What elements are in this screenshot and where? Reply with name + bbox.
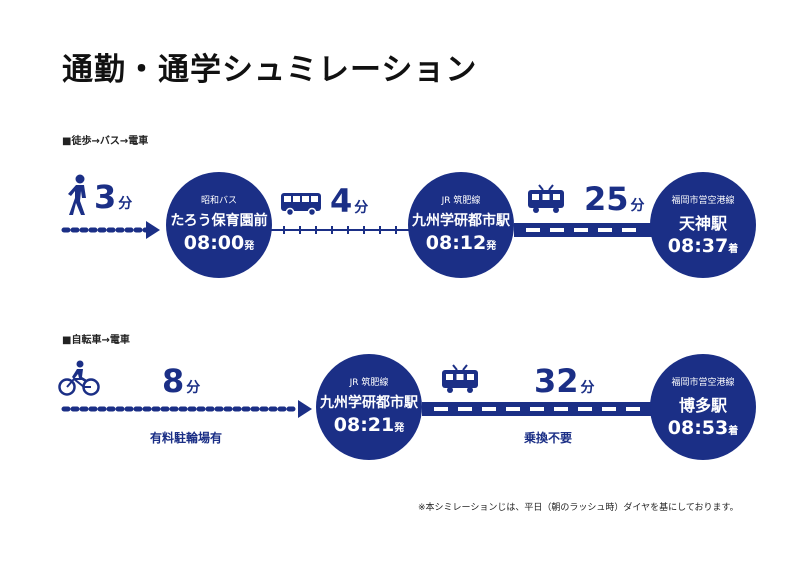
- route1-stop1-name: たろう保育園前: [170, 213, 268, 229]
- route1-walk-minutes: 3: [94, 178, 117, 216]
- route1-stop2-time: 08:12: [425, 232, 487, 254]
- route2-stop2-suffix: 着: [728, 426, 739, 437]
- route1-stop1-suffix: 発: [244, 241, 255, 252]
- route2-stop2-line: 福岡市営空港線: [671, 378, 735, 388]
- route1-walk-arrowhead: [146, 221, 160, 239]
- route1-label: ■徒歩→バス→電車: [62, 136, 149, 147]
- route2-stop2-name: 博多駅: [678, 396, 727, 415]
- route1-stop3-suffix: 着: [728, 244, 739, 255]
- route2-bike-minutes: 8: [162, 362, 185, 400]
- route1-stop1-line: 昭和バス: [200, 196, 237, 206]
- route2-stop1-suffix: 発: [394, 423, 405, 434]
- route2-train-unit: 分: [580, 380, 595, 396]
- route2-stop1-circle: JR 筑肥線 九州学研都市駅 08:21発: [316, 354, 422, 460]
- route2-train-track-ties: [434, 407, 640, 411]
- route1-stop3-time: 08:37: [667, 235, 729, 257]
- route1-walk-unit: 分: [118, 196, 133, 212]
- route2-stop1-line: JR 筑肥線: [349, 378, 389, 388]
- route1-stop2-name: 九州学研都市駅: [412, 213, 510, 229]
- route1-bus-ticks: [283, 226, 397, 234]
- route2-stop1-time: 08:21: [333, 414, 395, 436]
- route1-stop2-line: JR 筑肥線: [441, 196, 481, 206]
- route1-stop1-circle: 昭和バス たろう保育園前 08:00発: [166, 172, 272, 278]
- bus-icon: [281, 193, 321, 216]
- route1-train-minutes: 25: [584, 180, 629, 218]
- route2-bike-note: 有料駐輪場有: [150, 431, 223, 445]
- route2-train-note: 乗換不要: [524, 431, 573, 445]
- route1-stop2-suffix: 発: [486, 241, 497, 252]
- route1-bus-unit: 分: [354, 200, 369, 216]
- route2-bike-unit: 分: [186, 380, 201, 396]
- walker-icon: [68, 174, 86, 215]
- route2-stop2-circle: 福岡市営空港線 博多駅 08:53着: [650, 354, 756, 460]
- route1-stop2-circle: JR 筑肥線 九州学研都市駅 08:12発: [408, 172, 514, 278]
- route2-stop1-name: 九州学研都市駅: [320, 395, 418, 411]
- footnote: ※本シミレーションじは、平日（朝のラッシュ時）ダイヤを基にしております。: [418, 503, 739, 513]
- route2-bike-arrowhead: [298, 400, 312, 418]
- bicycle-icon: [58, 360, 100, 396]
- train-icon: [528, 184, 564, 213]
- route2-label: ■自転車→電車: [62, 335, 130, 346]
- route1-train-track-ties: [526, 228, 636, 232]
- route1-bus-minutes: 4: [330, 182, 353, 220]
- route1-stop1-time: 08:00: [183, 232, 245, 254]
- route1-stop3-name: 天神駅: [678, 214, 727, 233]
- route2-stop2-time: 08:53: [667, 417, 729, 439]
- page-title: 通勤・通学シュミレーション: [62, 52, 478, 88]
- route1-stop3-line: 福岡市営空港線: [671, 196, 735, 206]
- route1-stop3-circle: 福岡市営空港線 天神駅 08:37着: [650, 172, 756, 278]
- route1-train-unit: 分: [630, 198, 645, 214]
- train-icon: [442, 364, 478, 393]
- route2-train-minutes: 32: [534, 362, 579, 400]
